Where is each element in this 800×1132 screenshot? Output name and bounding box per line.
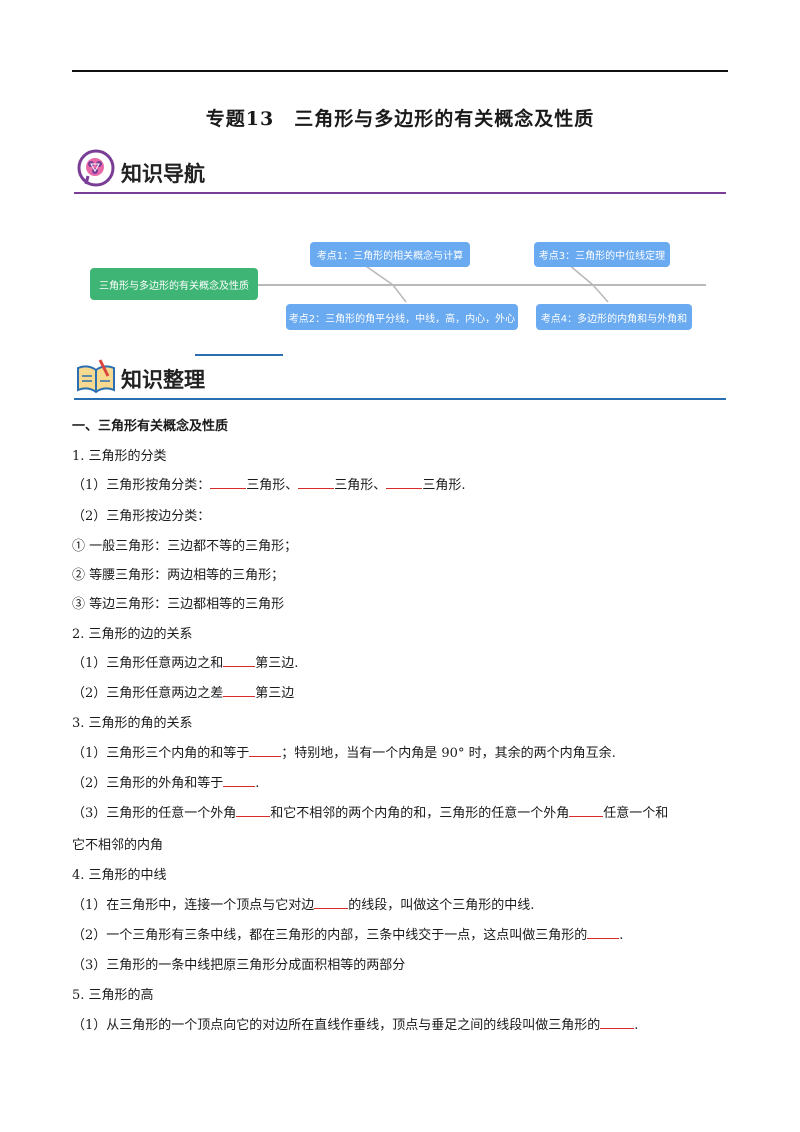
text-line: ③ 等边三角形：三边都相等的三角形 [72, 597, 285, 612]
open-book-icon [77, 359, 115, 394]
text-line: 它不相邻的内角 [72, 838, 164, 853]
text-line: （2）三角形按边分类： [72, 509, 211, 524]
fill-blank [587, 924, 620, 939]
subheading-median: 4. 三角形的中线 [72, 868, 167, 883]
heading-triangle-concepts: 一、三角形有关概念及性质 [72, 419, 229, 434]
mind-map-point-4: 考点4：多边形的内角和与外角和 [536, 304, 692, 330]
fill-blank [223, 652, 256, 667]
mind-map-axis [258, 284, 706, 286]
fill-blank [314, 894, 349, 909]
text-line: ② 等腰三角形：两边相等的三角形； [72, 568, 285, 583]
fill-blank [236, 802, 271, 817]
fill-blank [210, 474, 247, 489]
mind-map-point-2: 考点2：三角形的角平分线，中线，高，内心，外心 [286, 304, 518, 330]
section-rule [74, 398, 726, 400]
subheading-angle-relation: 3. 三角形的角的关系 [72, 716, 193, 731]
section-top-accent [195, 354, 283, 356]
text-line: （3）三角形的一条中线把原三角形分成面积相等的两部分 [72, 958, 406, 973]
fill-blank [298, 474, 335, 489]
mind-map-branches [362, 263, 609, 303]
subheading-classification: 1. 三角形的分类 [72, 449, 167, 464]
text-line: （1）从三角形的一个顶点向它的对边所在直线作垂线，顶点与垂足之间的线段叫做三角形… [72, 1014, 638, 1033]
subheading-side-relation: 2. 三角形的边的关系 [72, 627, 193, 642]
text-line: （2）一个三角形有三条中线，都在三角形的内部，三条中线交于一点，这点叫做三角形的… [72, 924, 623, 943]
text-line: （1）三角形按角分类：三角形、三角形、三角形. [72, 474, 465, 493]
mind-map: 三角形与多边形的有关概念及性质 考点1：三角形的相关概念与计算 考点2：三角形的… [88, 230, 728, 340]
section-label: 知识整理 [121, 368, 205, 392]
section-knowledge-summary: 知识整理 [74, 354, 726, 400]
section-label: 知识导航 [121, 162, 205, 186]
mind-map-root: 三角形与多边形的有关概念及性质 [90, 268, 258, 300]
text-line: （2）三角形任意两边之差第三边 [72, 682, 294, 701]
mind-map-point-1: 考点1：三角形的相关概念与计算 [310, 242, 470, 267]
brain-head-icon [77, 149, 115, 187]
text-line: ① 一般三角形：三边都不等的三角形； [72, 539, 298, 554]
section-rule [74, 192, 726, 194]
text-line: （1）在三角形中，连接一个顶点与它对边的线段，叫做这个三角形的中线. [72, 894, 534, 913]
header-rule [72, 70, 728, 72]
text-line: （2）三角形的外角和等于. [72, 772, 259, 791]
fill-blank [223, 682, 256, 697]
fill-blank [223, 772, 256, 787]
fill-blank [600, 1014, 635, 1029]
document-title: 专题13 三角形与多边形的有关概念及性质 [205, 108, 595, 130]
text-line: （1）三角形三个内角的和等于；特别地，当有一个内角是 90° 时，其余的两个内角… [72, 742, 616, 761]
fill-blank [386, 474, 423, 489]
subheading-altitude: 5. 三角形的高 [72, 988, 154, 1003]
section-knowledge-navigation: 知识导航 [74, 148, 726, 194]
fill-blank [249, 742, 282, 757]
mind-map-point-3: 考点3：三角形的中位线定理 [534, 242, 670, 267]
text-line: （1）三角形任意两边之和第三边. [72, 652, 298, 671]
text-line: （3）三角形的任意一个外角和它不相邻的两个内角的和，三角形的任意一个外角任意一个… [72, 802, 668, 821]
fill-blank [569, 802, 604, 817]
